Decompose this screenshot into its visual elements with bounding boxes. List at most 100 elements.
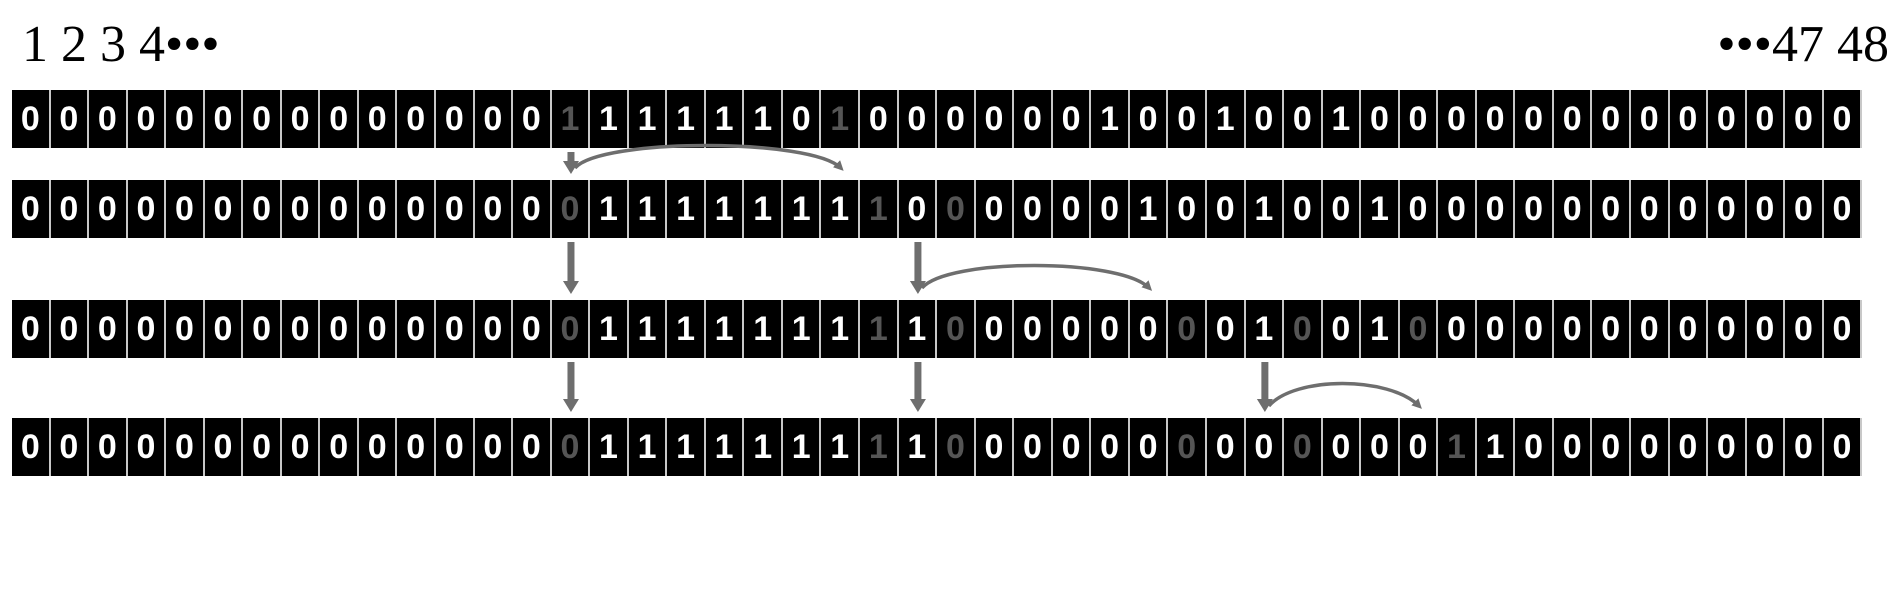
bit-cell: 1 [782, 300, 822, 358]
bit-cell: 0 [204, 418, 244, 476]
bit-cell: 0 [1399, 418, 1439, 476]
bit-cell: 1 [1322, 90, 1362, 148]
bit-cell: 0 [50, 300, 90, 358]
bit-cell: 0 [937, 300, 976, 358]
bit-cell: 0 [551, 418, 591, 476]
bit-cell: 0 [937, 180, 976, 238]
bit-cell: 0 [12, 90, 51, 148]
bit-cell: 0 [1823, 180, 1863, 238]
bit-cell: 0 [1515, 180, 1554, 238]
bit-cell: 0 [1630, 300, 1670, 358]
bit-cell: 0 [1014, 418, 1053, 476]
bit-cell: 0 [436, 90, 475, 148]
bit-cell: 0 [975, 90, 1015, 148]
bit-cell: 0 [1052, 180, 1092, 238]
bit-cell: 0 [1476, 90, 1516, 148]
bit-cell: 0 [243, 418, 282, 476]
bit-cell: 0 [397, 90, 437, 148]
down-arrow-head [562, 281, 579, 294]
bit-cell: 0 [975, 180, 1015, 238]
down-arrow-head [909, 281, 926, 294]
bit-cell: 0 [1746, 90, 1786, 148]
bit-cell: 1 [1245, 300, 1285, 358]
bit-cell: 0 [898, 90, 938, 148]
bit-cell: 0 [1438, 90, 1477, 148]
bit-cell: 0 [1284, 300, 1323, 358]
bit-cell: 0 [1361, 90, 1400, 148]
bit-cell: 0 [1284, 180, 1323, 238]
bit-cell: 1 [667, 300, 706, 358]
bit-cell: 1 [1206, 90, 1246, 148]
bit-cell: 0 [436, 418, 475, 476]
bit-cell: 1 [667, 418, 706, 476]
bit-cell: 1 [782, 180, 822, 238]
index-label-right: •••47 48 [1717, 16, 1889, 73]
bit-cell: 0 [1129, 300, 1169, 358]
bit-cell: 0 [397, 180, 437, 238]
bit-cell: 0 [320, 90, 359, 148]
bit-cell: 0 [1399, 180, 1439, 238]
bit-cell: 1 [744, 300, 783, 358]
bit-cell: 1 [551, 90, 591, 148]
bit-cell: 0 [127, 180, 167, 238]
bit-cell: 0 [474, 418, 514, 476]
bit-cell: 0 [1669, 180, 1709, 238]
bit-cell: 1 [821, 300, 861, 358]
bit-cell: 0 [1284, 418, 1323, 476]
bit-cell: 1 [590, 418, 629, 476]
bit-cell: 0 [436, 300, 475, 358]
bit-cell: 0 [243, 90, 282, 148]
bit-cell: 0 [975, 300, 1015, 358]
bit-cell: 0 [1785, 90, 1824, 148]
bit-cell: 1 [898, 300, 938, 358]
bit-cell: 1 [1129, 180, 1169, 238]
bit-cell: 1 [628, 90, 668, 148]
bit-cell: 1 [705, 90, 745, 148]
bit-cell: 0 [513, 300, 552, 358]
bit-cell: 0 [1553, 180, 1593, 238]
bit-cell: 0 [1785, 300, 1824, 358]
bit-cell: 1 [821, 418, 861, 476]
bit-cell: 0 [1361, 418, 1400, 476]
bit-cell: 0 [1438, 180, 1477, 238]
jump-arrow [920, 263, 1153, 291]
bit-cell: 0 [204, 180, 244, 238]
bit-cell: 0 [320, 418, 359, 476]
bit-cell: 0 [1206, 180, 1246, 238]
bit-cell: 0 [1823, 300, 1863, 358]
bit-cell: 0 [937, 90, 976, 148]
bit-cell: 0 [281, 90, 321, 148]
bit-cell: 0 [397, 418, 437, 476]
bit-cell: 0 [1708, 300, 1747, 358]
down-arrow-shaft [567, 362, 575, 400]
bit-cell: 1 [1476, 418, 1516, 476]
down-arrow-head [562, 161, 579, 174]
bit-cell: 1 [744, 180, 783, 238]
bit-cell: 0 [1399, 90, 1439, 148]
bit-cell: 0 [166, 180, 205, 238]
bit-cell: 0 [1630, 90, 1670, 148]
bit-cell: 0 [1052, 300, 1092, 358]
bit-cell: 0 [1630, 418, 1670, 476]
bit-cell: 0 [243, 300, 282, 358]
bit-cell: 0 [89, 180, 128, 238]
bit-cell: 0 [1592, 300, 1631, 358]
bit-cell: 1 [705, 180, 745, 238]
bit-cell: 0 [898, 180, 938, 238]
bit-cell: 0 [281, 180, 321, 238]
bit-cell: 0 [320, 300, 359, 358]
bit-cell: 0 [474, 180, 514, 238]
bit-cell: 0 [1091, 300, 1130, 358]
bit-cell: 0 [1785, 180, 1824, 238]
bit-cell: 0 [1245, 418, 1285, 476]
bit-cell: 0 [127, 300, 167, 358]
bit-cell: 0 [1785, 418, 1824, 476]
bit-cell: 0 [12, 300, 51, 358]
down-arrow-head [1256, 399, 1273, 412]
bit-cell: 0 [50, 90, 90, 148]
bit-cell: 1 [590, 90, 629, 148]
